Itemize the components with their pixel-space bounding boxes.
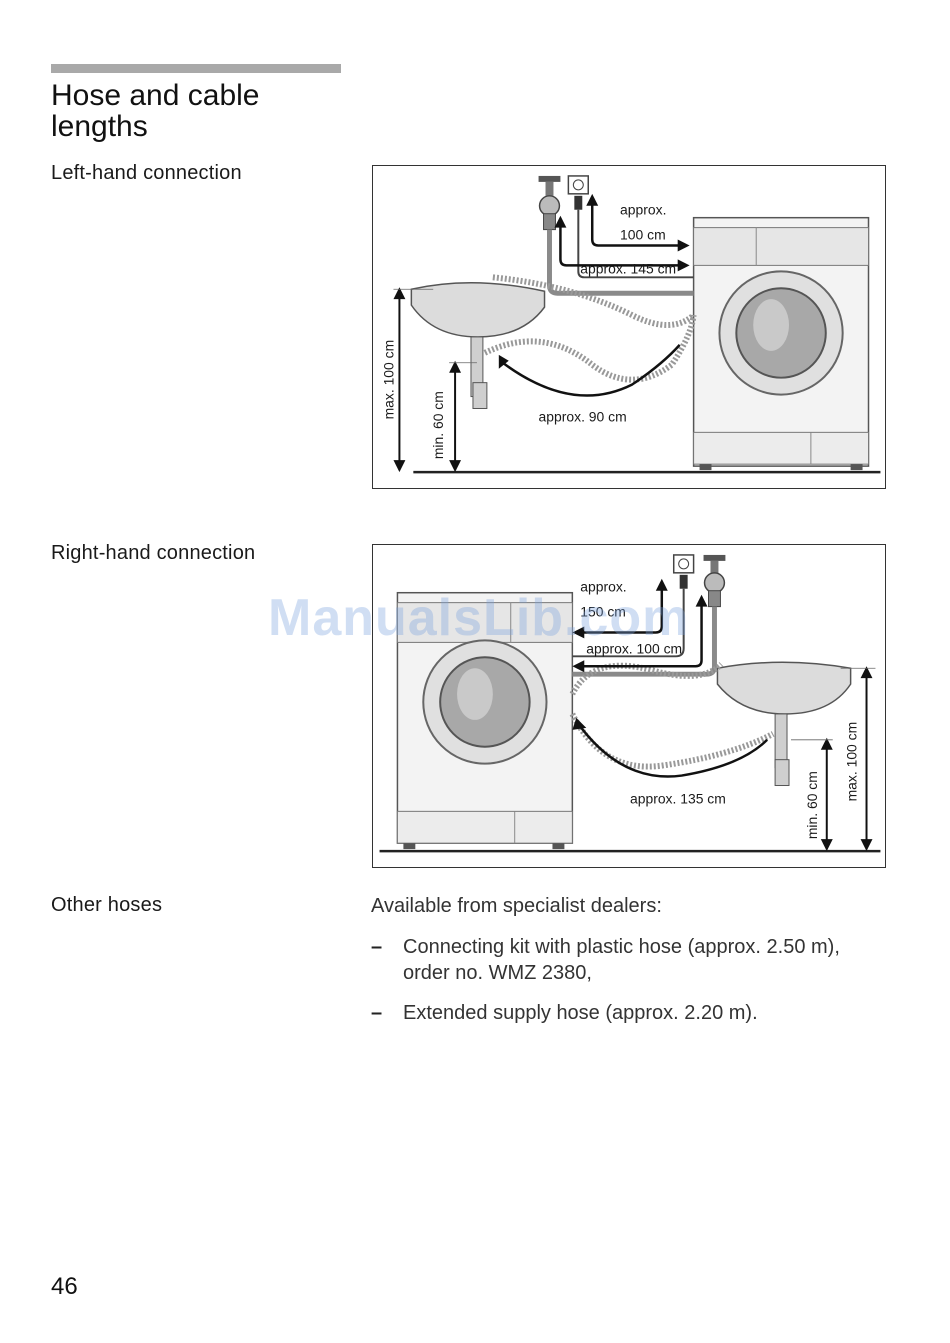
- tap-icon: [538, 175, 561, 231]
- arrow-supply-length: [559, 225, 680, 267]
- label-max-100cm: max. 100 cm: [380, 340, 396, 420]
- power-cable: [577, 209, 694, 279]
- list-item: – Connecting kit with plastic hose (appr…: [371, 934, 911, 986]
- list-item-text: Connecting kit with plastic hose (approx…: [403, 936, 840, 984]
- washing-machine-icon: [396, 591, 574, 850]
- arrow-drain-length: [502, 344, 681, 397]
- sink-icon: [716, 661, 852, 787]
- other-hoses-intro: Available from specialist dealers:: [371, 895, 662, 917]
- right-diagram-svg: approx. 150 cm approx. 100 cm approx. 13…: [379, 554, 881, 853]
- arrow-drain-length: [577, 723, 769, 778]
- bullet-dash: –: [371, 936, 383, 958]
- arrow-cable-length: [582, 588, 664, 634]
- list-item-text: Extended supply hose (approx. 2.20 m).: [403, 1002, 758, 1024]
- drain-hose: [569, 712, 775, 770]
- tap-icon: [703, 554, 726, 608]
- label-145cm: approx. 145 cm: [580, 260, 676, 276]
- socket-icon: [672, 554, 695, 589]
- label-max-100cm: max. 100 cm: [844, 722, 860, 802]
- page-number: 46: [51, 1273, 78, 1300]
- other-hoses-list: – Connecting kit with plastic hose (appr…: [371, 934, 911, 1040]
- page-title: Hose and cable lengths: [51, 79, 260, 143]
- drain-hose-loop: [569, 662, 724, 696]
- arrow-supply-length: [582, 604, 703, 668]
- label-approx: approx.: [620, 202, 666, 218]
- other-hoses-label: Other hoses: [51, 894, 163, 916]
- label-90cm: approx. 90 cm: [539, 408, 627, 424]
- top-rule: [51, 64, 341, 73]
- label-150cm: 150 cm: [580, 604, 626, 620]
- right-hand-connection-label: Right-hand connection: [51, 542, 256, 564]
- drain-hose: [483, 314, 697, 383]
- label-min-60cm: min. 60 cm: [804, 771, 820, 839]
- left-hand-connection-diagram: approx. 100 cm approx. 145 cm approx. 90…: [372, 165, 886, 489]
- label-min-60cm: min. 60 cm: [430, 391, 446, 459]
- bullet-dash: –: [371, 1002, 383, 1024]
- drain-hose-loop: [492, 274, 696, 328]
- arrow-cable-length: [590, 203, 680, 247]
- washing-machine-icon: [692, 216, 870, 471]
- sink-icon: [410, 282, 546, 409]
- left-hand-connection-label: Left-hand connection: [51, 162, 242, 184]
- right-hand-connection-diagram: approx. 150 cm approx. 100 cm approx. 13…: [372, 544, 886, 868]
- label-135cm: approx. 135 cm: [630, 790, 726, 806]
- watermark: ManualsLib.com: [268, 589, 690, 647]
- label-100cm: approx. 100 cm: [586, 640, 682, 656]
- socket-icon: [567, 175, 589, 210]
- label-approx: approx.: [580, 579, 626, 595]
- list-item: – Extended supply hose (approx. 2.20 m).: [371, 1000, 911, 1026]
- label-100cm: 100 cm: [620, 227, 666, 243]
- power-cable: [572, 588, 685, 658]
- left-diagram-svg: approx. 100 cm approx. 145 cm approx. 90…: [380, 175, 881, 474]
